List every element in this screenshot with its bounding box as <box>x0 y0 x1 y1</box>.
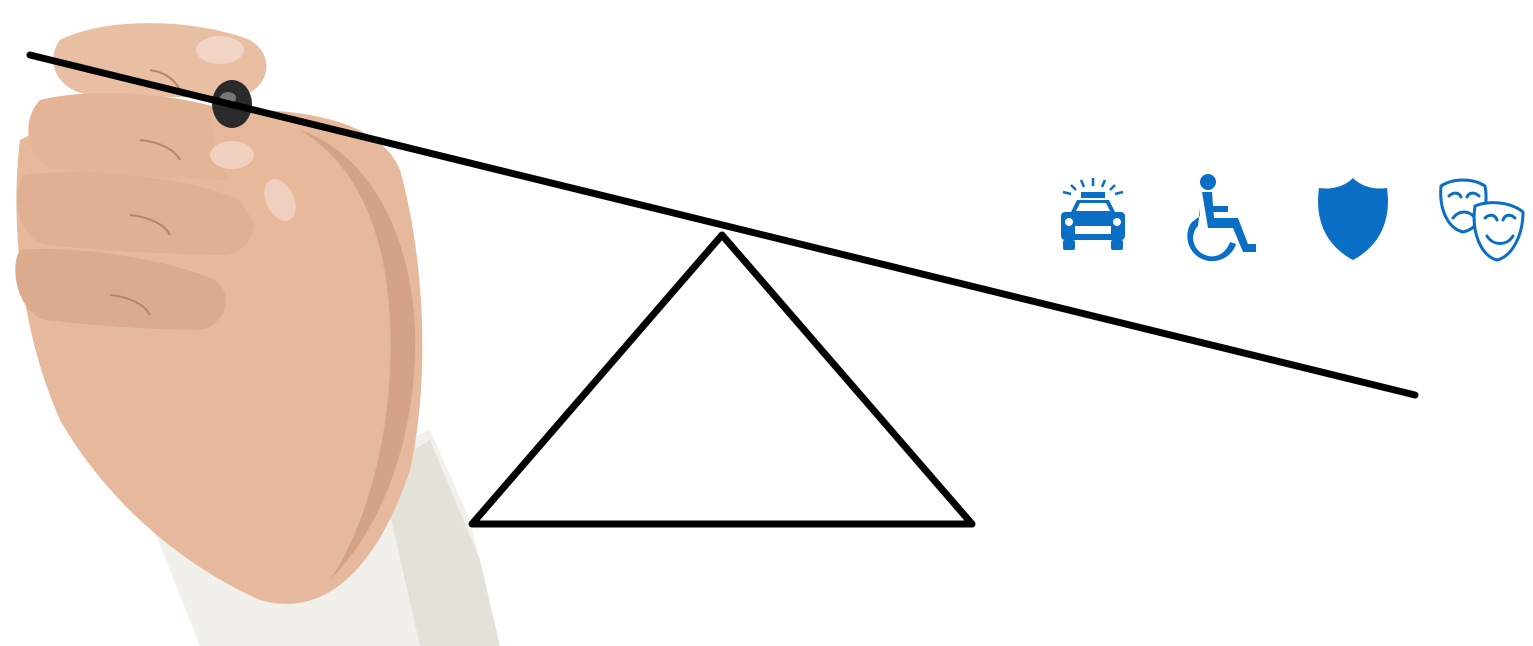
theater-masks-icon <box>1435 172 1531 268</box>
police-car-icon <box>1045 172 1141 268</box>
triangle-fulcrum <box>472 235 972 524</box>
hand-holding-marker <box>15 23 422 604</box>
wheelchair-icon <box>1170 172 1266 268</box>
shield-icon <box>1305 172 1401 268</box>
